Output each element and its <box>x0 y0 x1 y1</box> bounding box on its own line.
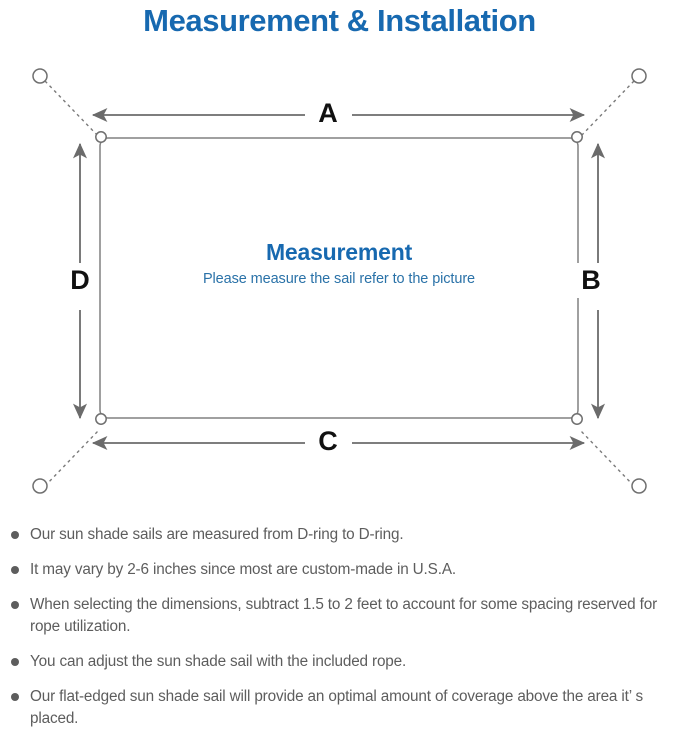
list-item-text: You can adjust the sun shade sail with t… <box>30 653 407 670</box>
rope-line-bottom-right <box>580 430 635 487</box>
d-ring-bottom-left <box>95 413 107 425</box>
anchor-points <box>32 68 647 494</box>
anchor-point-bottom-left <box>32 478 48 494</box>
list-item: It may vary by 2-6 inches since most are… <box>0 559 679 581</box>
list-item-text: It may vary by 2-6 inches since most are… <box>30 561 456 578</box>
d-rings <box>95 131 583 425</box>
list-item-text: Our flat-edged sun shade sail will provi… <box>30 688 644 727</box>
bullet-icon <box>11 601 19 609</box>
bullet-icon <box>11 566 19 574</box>
diagram-svg <box>32 68 647 494</box>
list-item-text: Our sun shade sails are measured from D-… <box>30 526 404 543</box>
d-ring-top-right <box>571 131 583 143</box>
notes-list: Our sun shade sails are measured from D-… <box>0 524 679 743</box>
list-item: Our flat-edged sun shade sail will provi… <box>0 686 679 730</box>
measurement-diagram: Measurement Please measure the sail refe… <box>0 52 679 520</box>
rope-line-top-left <box>44 80 99 137</box>
list-item: Our sun shade sails are measured from D-… <box>0 524 679 546</box>
rope-line-bottom-left <box>44 430 99 487</box>
anchor-point-top-right <box>631 68 647 84</box>
list-item: When selecting the dimensions, subtract … <box>0 594 679 638</box>
d-ring-bottom-right <box>571 413 583 425</box>
rope-line-top-right <box>580 80 635 137</box>
dimension-arrows <box>72 107 606 451</box>
list-item: You can adjust the sun shade sail with t… <box>0 651 679 673</box>
list-item-text: When selecting the dimensions, subtract … <box>30 596 658 635</box>
page-title: Measurement & Installation <box>143 3 536 38</box>
anchor-point-bottom-right <box>631 478 647 494</box>
bullet-icon <box>11 693 19 701</box>
bullet-icon <box>11 658 19 666</box>
d-ring-top-left <box>95 131 107 143</box>
bullet-icon <box>11 531 19 539</box>
anchor-point-top-left <box>32 68 48 84</box>
sail-rectangle <box>99 137 579 419</box>
